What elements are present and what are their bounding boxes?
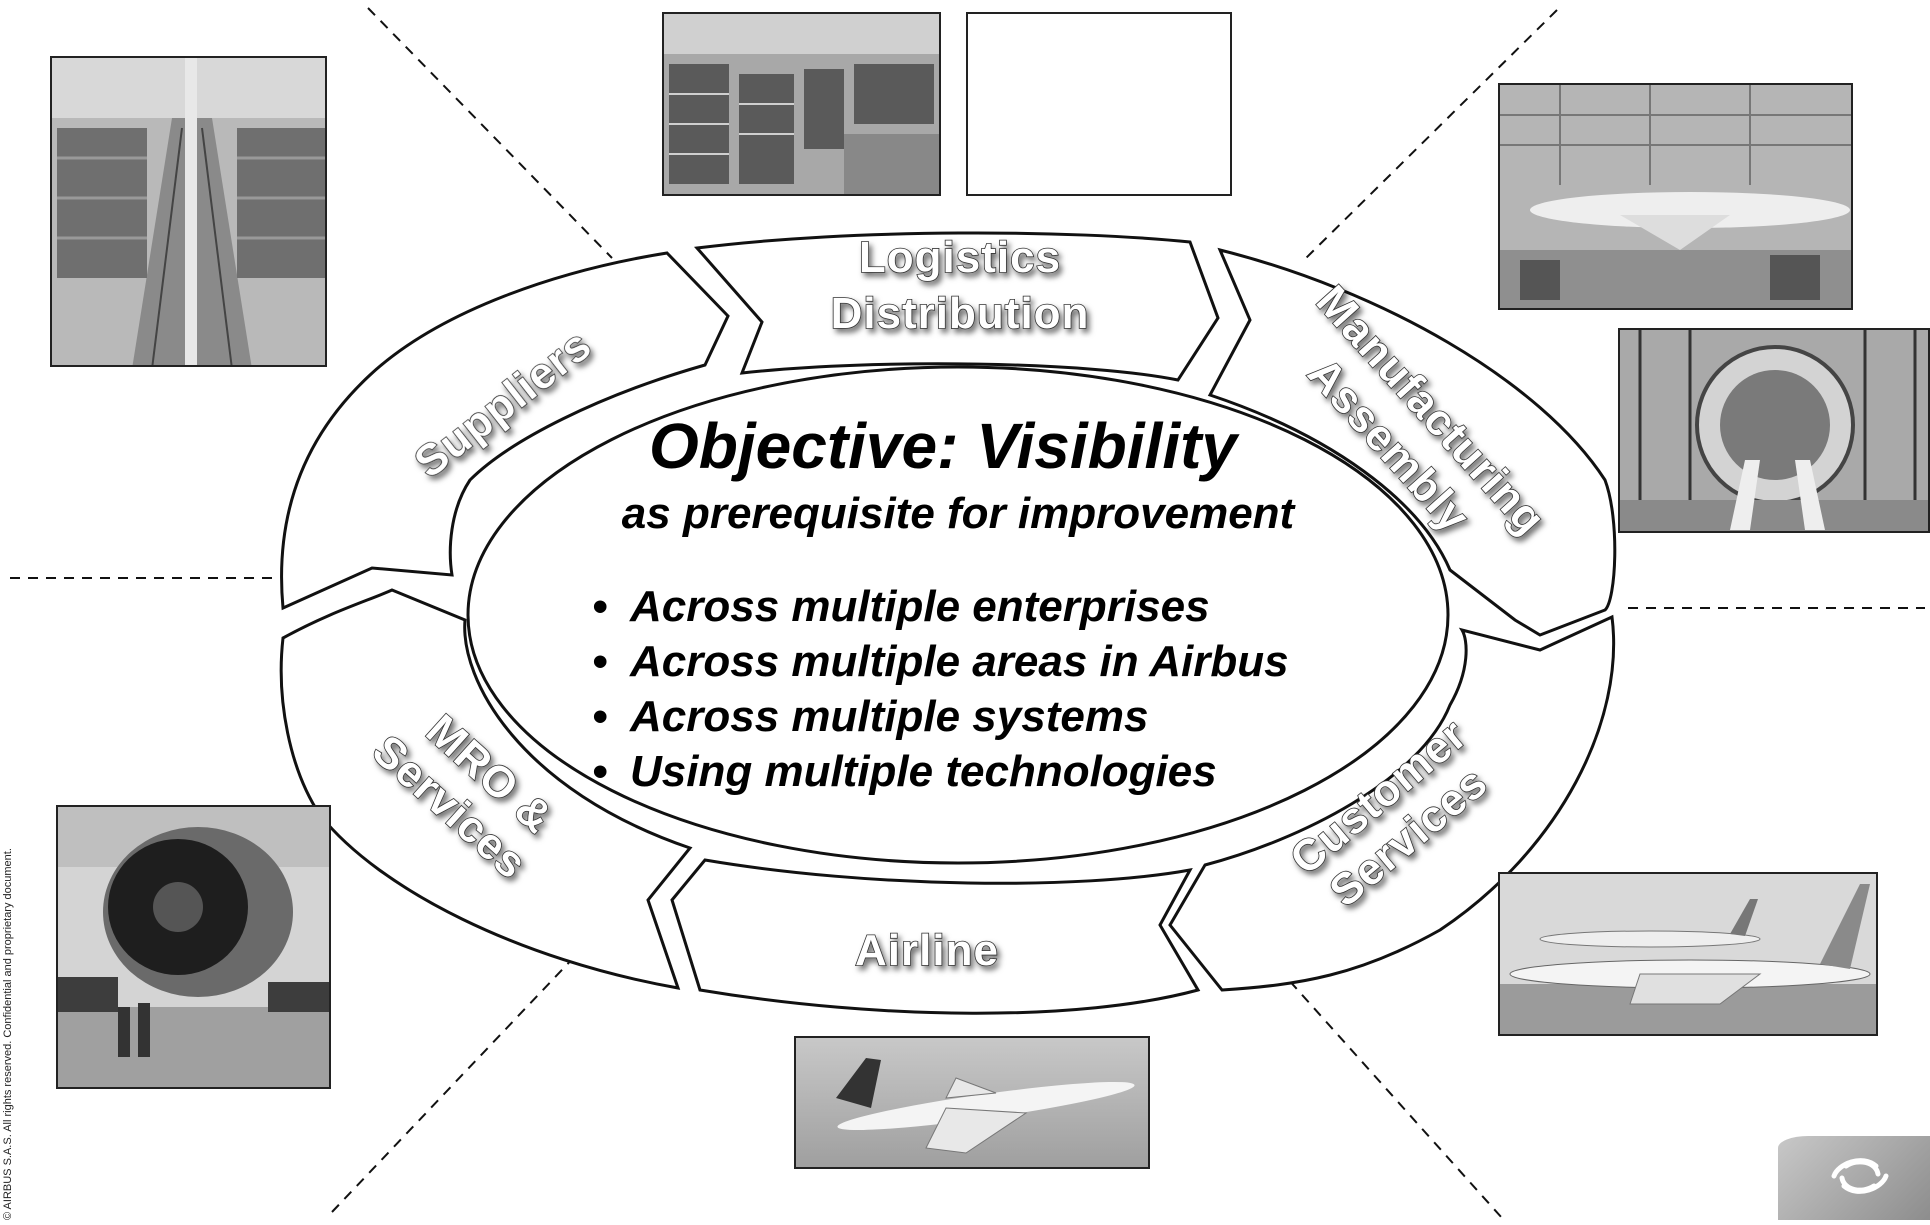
- segment-mro: [279, 588, 693, 990]
- bullet-item: Using multiple technologies: [630, 747, 1217, 796]
- segment-customer-services: [1168, 614, 1616, 992]
- bullet-marker: •: [592, 692, 607, 741]
- segment-manufacturing: [1207, 247, 1617, 637]
- airbus-logo: [1778, 1136, 1930, 1220]
- bullet-marker: •: [592, 582, 607, 631]
- bullet-item: Across multiple systems: [629, 692, 1148, 741]
- a380-airport-photo: [1498, 872, 1878, 1036]
- center-subtitle: as prerequisite for improvement: [622, 489, 1297, 538]
- divider-line: [331, 952, 579, 1213]
- bullet-marker: •: [592, 637, 607, 686]
- logistics-label-line1: Logistics: [859, 233, 1061, 282]
- qantas-aircraft-photo: [794, 1036, 1150, 1169]
- divider-line: [1301, 9, 1558, 263]
- engine-inspection-photo: [56, 805, 331, 1089]
- warehouse-photo: [50, 56, 327, 367]
- divider-line: [367, 7, 613, 259]
- bullet-list: • Across multiple enterprises • Across m…: [592, 582, 1289, 796]
- bullet-item: Across multiple enterprises: [629, 582, 1210, 631]
- assembly-hangar-photo: [1498, 83, 1853, 310]
- fuselage-section-photo: [1618, 328, 1930, 533]
- center-ellipse: [466, 365, 1450, 865]
- airline-label: Airline: [855, 926, 999, 975]
- dashed-dividers: [10, 7, 1925, 1219]
- empty-frame: [966, 12, 1232, 196]
- storage-racks-photo: [662, 12, 941, 196]
- logistics-label-line2: Distribution: [831, 289, 1090, 338]
- bullet-item: Across multiple areas in Airbus: [629, 637, 1289, 686]
- divider-line: [1277, 967, 1503, 1219]
- segment-suppliers: [280, 251, 730, 611]
- segment-logistics: [693, 231, 1220, 382]
- center-title: Objective: Visibility: [649, 410, 1240, 482]
- segment-airline: [670, 858, 1201, 1015]
- swirl-logo-icon: [1831, 1158, 1889, 1194]
- cycle-ring: [279, 231, 1617, 1015]
- copyright-notice: © AIRBUS S.A.S. All rights reserved. Con…: [2, 848, 14, 1220]
- bullet-marker: •: [592, 747, 607, 796]
